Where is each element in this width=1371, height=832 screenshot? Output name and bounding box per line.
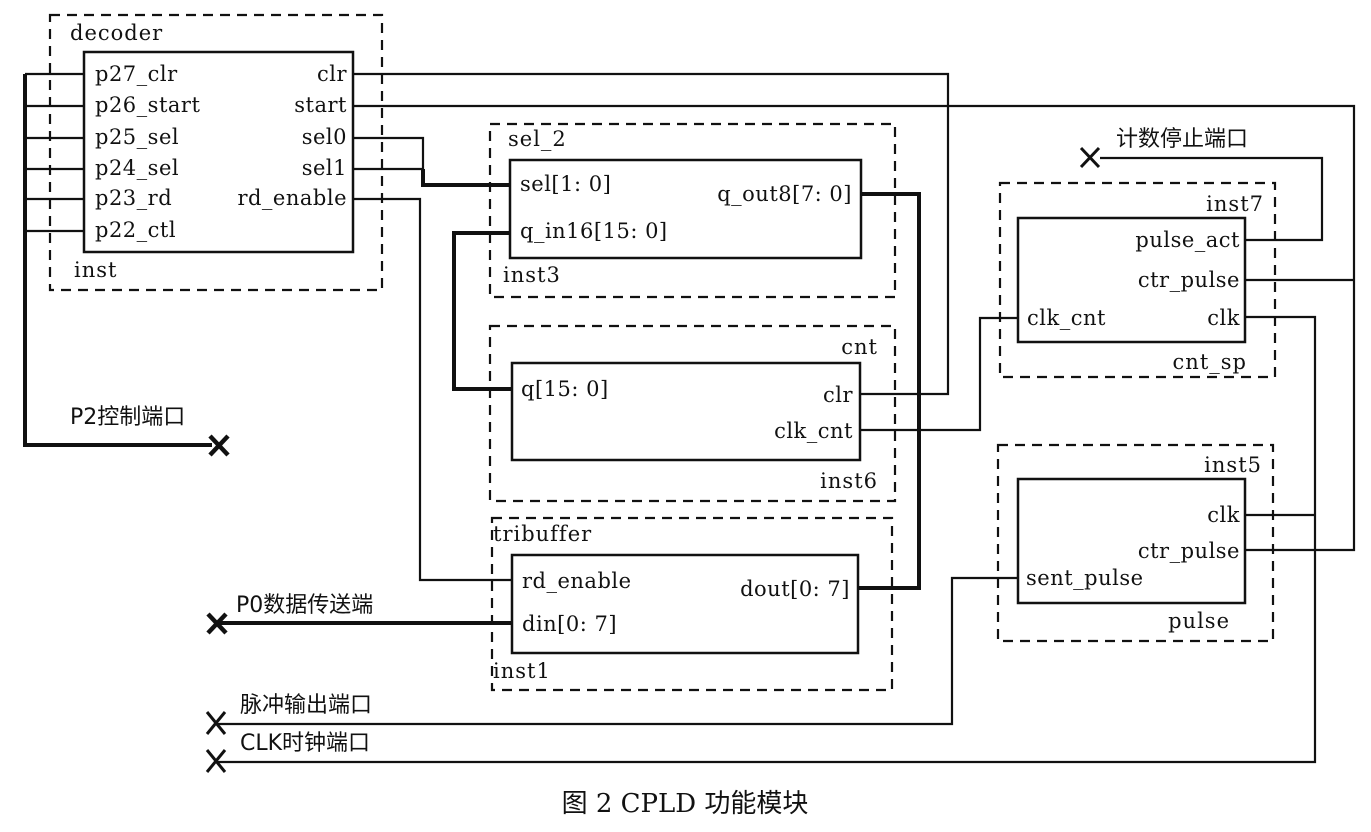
decoder-port-clr: clr (317, 62, 347, 86)
port-terminal-icon (205, 749, 227, 773)
cnt-block (510, 361, 862, 462)
tribuffer-block (510, 553, 860, 655)
tribuffer-port-din: din[0: 7] (522, 612, 617, 636)
port-terminal-icon (1079, 146, 1101, 169)
decoder-instance-label: inst (74, 258, 117, 282)
cntsp-instance-label: inst7 (1206, 192, 1264, 216)
module-cnt-sp: inst7 cnt_sp clk_cnt pulse_act ctr_pulse… (998, 181, 1277, 379)
external-ports: P2控制端口 P0数据传送端 脉冲输出端口 CLK时钟端口 计数停止端口 (70, 127, 1248, 773)
sel2-block (508, 158, 863, 260)
decoder-type-label: decoder (70, 21, 163, 45)
module-cnt: cnt inst6 q[15: 0] clr clk_cnt (488, 324, 897, 503)
decoder-block (82, 50, 355, 254)
wire-clk (218, 315, 1317, 764)
port-p2-label: P2控制端口 (70, 405, 185, 430)
tribuffer-port-dout: dout[0: 7] (740, 577, 850, 601)
module-decoder: decoder inst p27_clr p26_start p25_sel p… (48, 13, 384, 292)
pulse-port-clk: clk (1207, 503, 1240, 527)
port-terminal-icon (208, 434, 230, 457)
cntsp-block (1016, 216, 1247, 344)
port-terminal-icon (205, 711, 227, 735)
port-terminal-icon (206, 612, 228, 635)
tribuffer-type-label: tribuffer (493, 522, 592, 546)
wire-q-bus (452, 231, 512, 391)
pulse-instance-label: inst5 (1204, 453, 1262, 477)
port-count-stop-label: 计数停止端口 (1116, 127, 1248, 152)
wires (23, 72, 1356, 764)
port-pulse-out-label: 脉冲输出端口 (240, 693, 372, 718)
cnt-port-clr: clr (823, 383, 853, 407)
decoder-boundary (48, 13, 384, 292)
decoder-port-p23: p23_rd (95, 186, 172, 210)
decoder-port-p25: p25_sel (95, 125, 179, 149)
sel2-type-label: sel_2 (508, 127, 567, 151)
figure-caption: 图 2 CPLD 功能模块 (562, 789, 809, 819)
wire-clr (353, 72, 950, 396)
cnt-port-q: q[15: 0] (521, 377, 609, 401)
module-tribuffer: tribuffer inst1 rd_enable din[0: 7] dout… (490, 516, 894, 692)
wire-clk-cnt (860, 316, 1018, 432)
wire-sel0 (353, 136, 425, 169)
cntsp-type-label: cnt_sp (1173, 350, 1247, 374)
sel2-port-sel: sel[1: 0] (520, 172, 611, 196)
tribuffer-port-rd-enable: rd_enable (522, 569, 632, 593)
port-clk-label: CLK时钟端口 (240, 731, 370, 756)
tribuffer-instance-label: inst1 (493, 659, 551, 683)
decoder-port-rd-enable: rd_enable (237, 186, 347, 210)
tribuffer-boundary (490, 516, 894, 692)
decoder-port-p24: p24_sel (95, 156, 179, 180)
port-p0-label: P0数据传送端 (236, 593, 373, 618)
pulse-port-sent-pulse: sent_pulse (1026, 566, 1144, 590)
module-pulse: inst5 pulse sent_pulse clk ctr_pulse (996, 443, 1275, 643)
pulse-boundary (996, 443, 1275, 643)
cntsp-port-clk: clk (1207, 306, 1240, 330)
pulse-type-label: pulse (1168, 609, 1230, 633)
pulse-block (1016, 477, 1247, 605)
decoder-port-sel0: sel0 (302, 125, 347, 149)
decoder-port-p26: p26_start (95, 93, 200, 117)
sel2-port-q-in16: q_in16[15: 0] (520, 219, 668, 243)
wire-qout-bus (858, 192, 921, 590)
cnt-type-label: cnt (841, 335, 878, 359)
wire-sent-pulse (218, 576, 1018, 726)
decoder-port-p22: p22_ctl (95, 218, 176, 242)
cnt-boundary (488, 324, 897, 503)
decoder-port-sel1: sel1 (302, 156, 347, 180)
cnt-port-clk-cnt: clk_cnt (774, 419, 853, 443)
wire-rd-enable (353, 197, 512, 582)
cntsp-port-ctr-pulse: ctr_pulse (1138, 268, 1240, 292)
wire-p2-bus (23, 74, 212, 447)
wire-start (353, 104, 1356, 552)
wire-pulse-act (1100, 156, 1324, 242)
decoder-port-start: start (294, 93, 347, 117)
cntsp-port-pulse-act: pulse_act (1135, 228, 1240, 252)
cntsp-port-clk-cnt: clk_cnt (1027, 306, 1106, 330)
sel2-instance-label: inst3 (503, 263, 561, 287)
cntsp-boundary (998, 181, 1277, 379)
pulse-port-ctr-pulse: ctr_pulse (1138, 539, 1240, 563)
decoder-port-p27: p27_clr (95, 62, 178, 86)
sel2-port-q-out8: q_out8[7: 0] (717, 182, 852, 206)
wire-sel-bus (421, 169, 510, 187)
cnt-instance-label: inst6 (820, 469, 878, 493)
module-sel-2: sel_2 inst3 sel[1: 0] q_in16[15: 0] q_ou… (488, 122, 897, 299)
